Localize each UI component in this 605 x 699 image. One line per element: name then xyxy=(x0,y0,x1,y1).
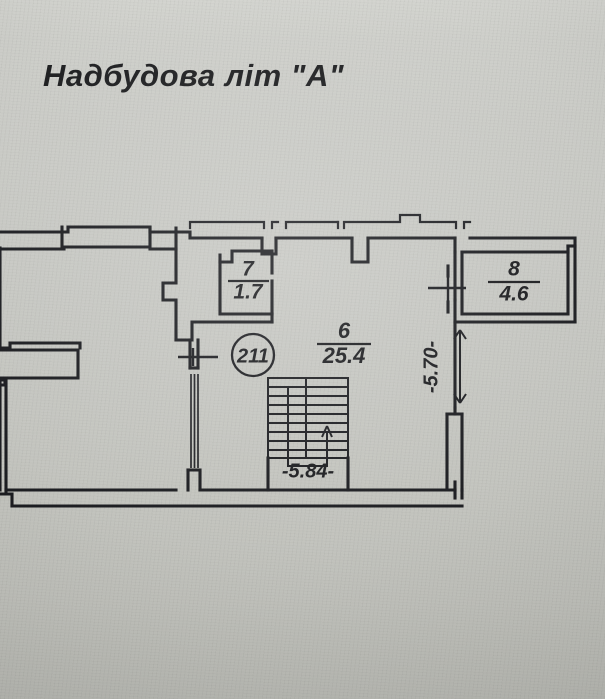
room-8-number: 8 xyxy=(508,258,520,281)
elevation-right-label: -5.70- xyxy=(420,341,442,394)
elevation-box-frame xyxy=(266,456,350,492)
circle-tag-211: 211 xyxy=(230,332,276,378)
circle-tag-outline xyxy=(230,332,276,378)
top-wall-with-windows xyxy=(188,213,472,302)
room-8-walls xyxy=(428,236,577,324)
room-7-number: 7 xyxy=(242,258,255,281)
outer-walls xyxy=(0,225,192,508)
room-7-walls xyxy=(190,249,274,342)
right-lower-wing-walls xyxy=(10,298,464,508)
dimension-arrow-vertical xyxy=(453,329,467,404)
elevation-stair-label: -5.84- xyxy=(282,460,335,482)
room-6-area: 25.4 xyxy=(322,343,366,368)
circle-tag-label: 211 xyxy=(236,345,269,367)
page-title: Надбудова літ "А" xyxy=(43,58,345,93)
left-partition-and-opening xyxy=(178,338,218,492)
staircase xyxy=(267,377,349,467)
room-label-8: 8 4.6 xyxy=(488,258,540,306)
room-8-area: 4.6 xyxy=(498,283,529,306)
room-7-area: 1.7 xyxy=(233,281,264,304)
room-label-7: 7 1.7 xyxy=(228,258,269,304)
room-label-6: 6 25.4 xyxy=(317,318,371,368)
room-6-number: 6 xyxy=(338,318,351,343)
